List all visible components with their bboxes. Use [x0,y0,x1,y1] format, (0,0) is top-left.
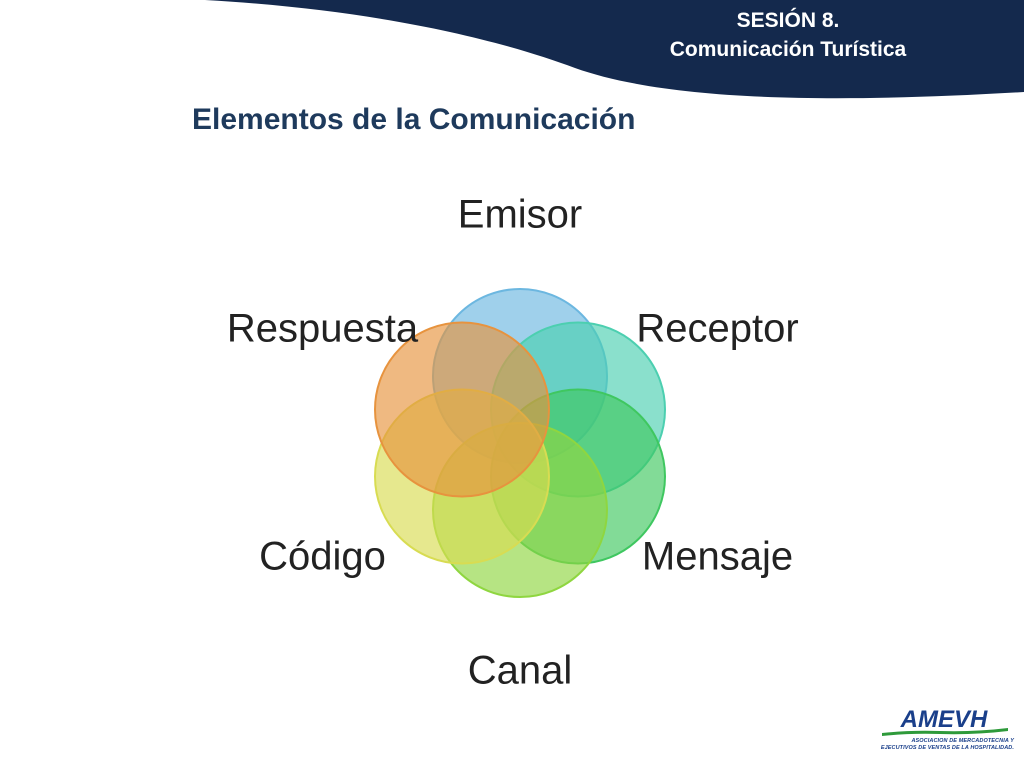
cycle-label-5: Código [259,534,386,579]
logo-subtitle-line2: EJECUTIVOS DE VENTAS DE LA HOSPITALIDAD. [880,745,1014,751]
course-name: Comunicación Turística [669,38,907,61]
session-heading: SESIÓN 8. Comunicación Turística [638,6,938,64]
svg-text:AMEVH: AMEVH [900,706,988,733]
cycle-label-1: Emisor [457,192,583,237]
slide-title: Elementos de la Comunicación [192,103,636,136]
header-band [205,0,1024,99]
logo-subtitle-line1: ASOCIACION DE MERCADOTECNIA Y [911,738,1014,744]
cycle-label-4: Canal [467,648,573,693]
amevh-logo: AMEVH ASOCIACION DE MERCADOTECNIA Y EJEC… [868,706,1014,754]
cycle-circle-6 [374,321,550,498]
amevh-logo-mark: AMEVH [882,706,1008,736]
cycle-label-6: Respuesta [226,306,419,351]
cycle-label-2: Receptor [636,306,799,351]
session-number: SESIÓN 8. [736,9,840,32]
cycle-label-3: Mensaje [641,534,794,579]
